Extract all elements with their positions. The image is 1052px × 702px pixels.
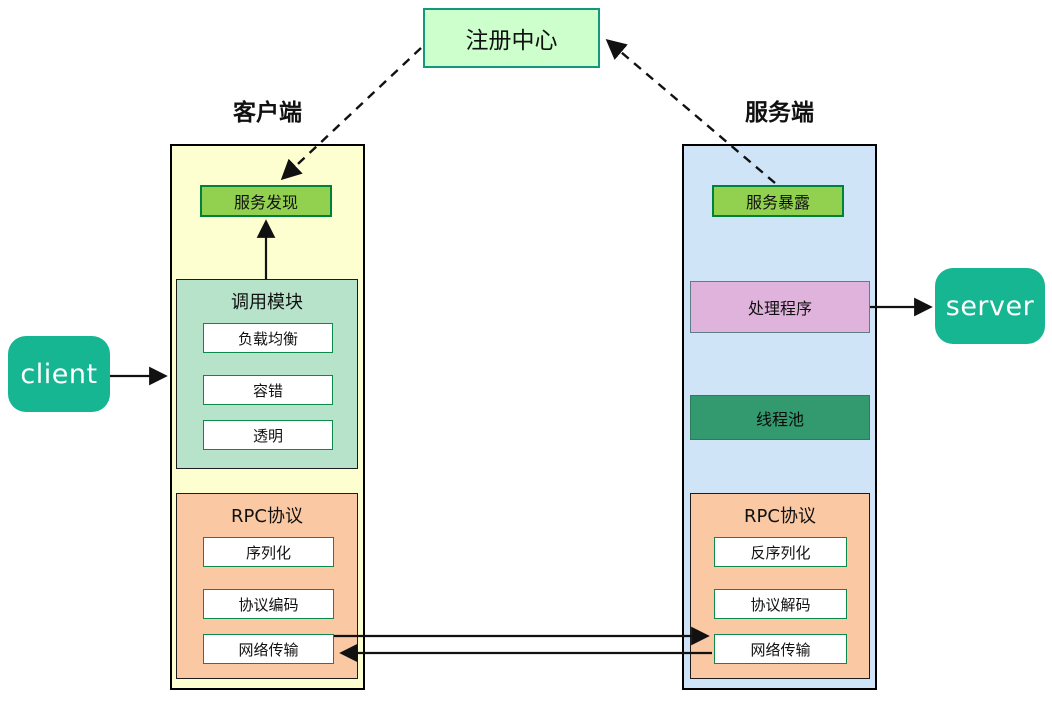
service-expose-box: 服务暴露 <box>712 185 844 217</box>
protocol-decode-box: 协议解码 <box>714 589 847 619</box>
thread-pool-box: 线程池 <box>690 395 870 440</box>
protocol-encode-box: 协议编码 <box>203 589 334 619</box>
server-node-label: server <box>945 290 1035 322</box>
client-node: client <box>8 336 110 412</box>
serialization-box: 序列化 <box>203 537 334 567</box>
client-rpc-protocol-box: RPC协议 序列化 协议编码 网络传输 <box>176 493 358 679</box>
server-node: server <box>935 268 1045 344</box>
client-node-label: client <box>20 358 98 390</box>
service-expose-label: 服务暴露 <box>745 193 810 212</box>
invoke-module-title: 调用模块 <box>231 292 303 313</box>
load-balance-box: 负载均衡 <box>203 323 333 353</box>
service-discovery-box: 服务发现 <box>200 185 332 217</box>
client-network-transport-box: 网络传输 <box>203 634 334 664</box>
invoke-module-box: 调用模块 负载均衡 容错 透明 <box>176 279 358 469</box>
thread-pool-label: 线程池 <box>755 409 804 429</box>
handler-label: 处理程序 <box>747 299 812 318</box>
service-discovery-label: 服务发现 <box>233 193 298 212</box>
server-network-transport-box: 网络传输 <box>714 634 847 664</box>
server-side-title: 服务端 <box>745 100 814 126</box>
client-rpc-protocol-title: RPC协议 <box>231 506 303 527</box>
client-side-title: 客户端 <box>233 100 302 126</box>
deserialization-box: 反序列化 <box>714 537 847 567</box>
fault-tolerance-box: 容错 <box>203 375 333 405</box>
server-rpc-protocol-title: RPC协议 <box>744 506 816 527</box>
server-rpc-protocol-box: RPC协议 反序列化 协议解码 网络传输 <box>690 493 870 679</box>
transparency-box: 透明 <box>203 420 333 450</box>
registry-center-box: 注册中心 <box>423 8 600 68</box>
handler-box: 处理程序 <box>690 281 870 333</box>
registry-center-label: 注册中心 <box>465 28 558 54</box>
